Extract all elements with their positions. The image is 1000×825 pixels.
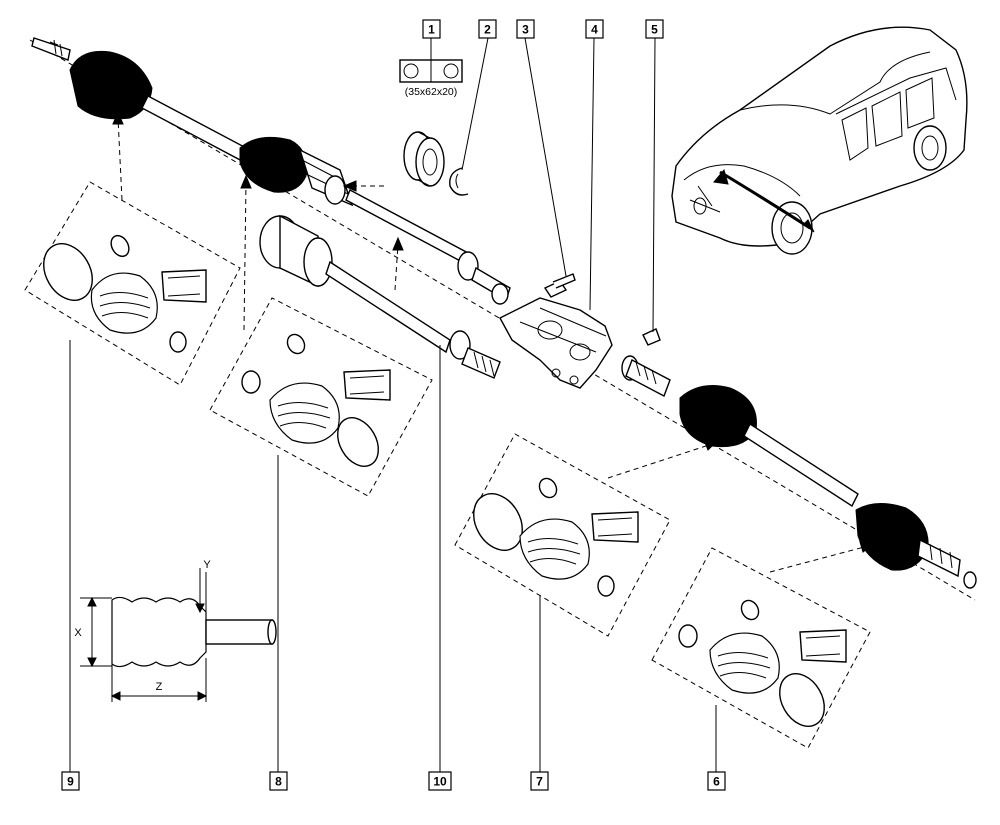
bearing-bracket bbox=[499, 37, 613, 389]
callout-3[interactable]: 3 bbox=[516, 19, 535, 39]
car-illustration bbox=[671, 26, 968, 255]
kit-arrows bbox=[112, 110, 874, 573]
tripod-assembly bbox=[259, 214, 501, 765]
callout-6[interactable]: 6 bbox=[707, 771, 726, 791]
callout-leaders bbox=[69, 765, 717, 772]
left-wheel-boot bbox=[69, 50, 153, 120]
svg-text:7: 7 bbox=[536, 775, 543, 789]
kit-8-box bbox=[209, 297, 433, 765]
callout-7[interactable]: 7 bbox=[530, 771, 549, 791]
right-gearbox-boot bbox=[679, 385, 757, 448]
left-driveshaft bbox=[31, 37, 511, 305]
bearing-size-label: (35x62x20) bbox=[405, 86, 458, 98]
callout-4[interactable]: 4 bbox=[585, 19, 604, 39]
svg-text:2: 2 bbox=[484, 23, 491, 37]
dimension-z-label: Z bbox=[156, 681, 163, 693]
callout-1[interactable]: 1 bbox=[422, 19, 441, 39]
svg-text:8: 8 bbox=[275, 775, 282, 789]
kit-9-box bbox=[24, 181, 241, 765]
callout-2[interactable]: 2 bbox=[478, 19, 497, 39]
svg-text:3: 3 bbox=[522, 23, 529, 37]
dimension-y-label: Y bbox=[203, 559, 211, 571]
svg-text:4: 4 bbox=[591, 23, 598, 37]
svg-text:5: 5 bbox=[651, 23, 658, 37]
bearing-part bbox=[403, 131, 445, 187]
kit-7-box bbox=[454, 433, 671, 765]
callout-5[interactable]: 5 bbox=[645, 19, 664, 39]
callout-10[interactable]: 10 bbox=[428, 771, 452, 791]
left-gearbox-boot bbox=[239, 136, 308, 193]
svg-text:10: 10 bbox=[433, 775, 447, 789]
callout-8[interactable]: 8 bbox=[269, 771, 288, 791]
callout-9[interactable]: 9 bbox=[61, 771, 80, 791]
svg-text:9: 9 bbox=[67, 775, 74, 789]
dimension-x-label: X bbox=[74, 627, 82, 639]
bolt-5 bbox=[642, 37, 661, 346]
right-driveshaft bbox=[621, 355, 977, 589]
svg-text:6: 6 bbox=[713, 775, 720, 789]
bolt-3 bbox=[524, 37, 576, 298]
svg-text:1: 1 bbox=[428, 23, 435, 37]
boot-dimension-sketch: X Y Z bbox=[74, 559, 277, 702]
snap-ring-part bbox=[449, 37, 489, 196]
bearing-symbol: (35x62x20) bbox=[399, 38, 463, 98]
right-wheel-boot bbox=[855, 503, 929, 571]
kit-6-box bbox=[651, 547, 871, 765]
